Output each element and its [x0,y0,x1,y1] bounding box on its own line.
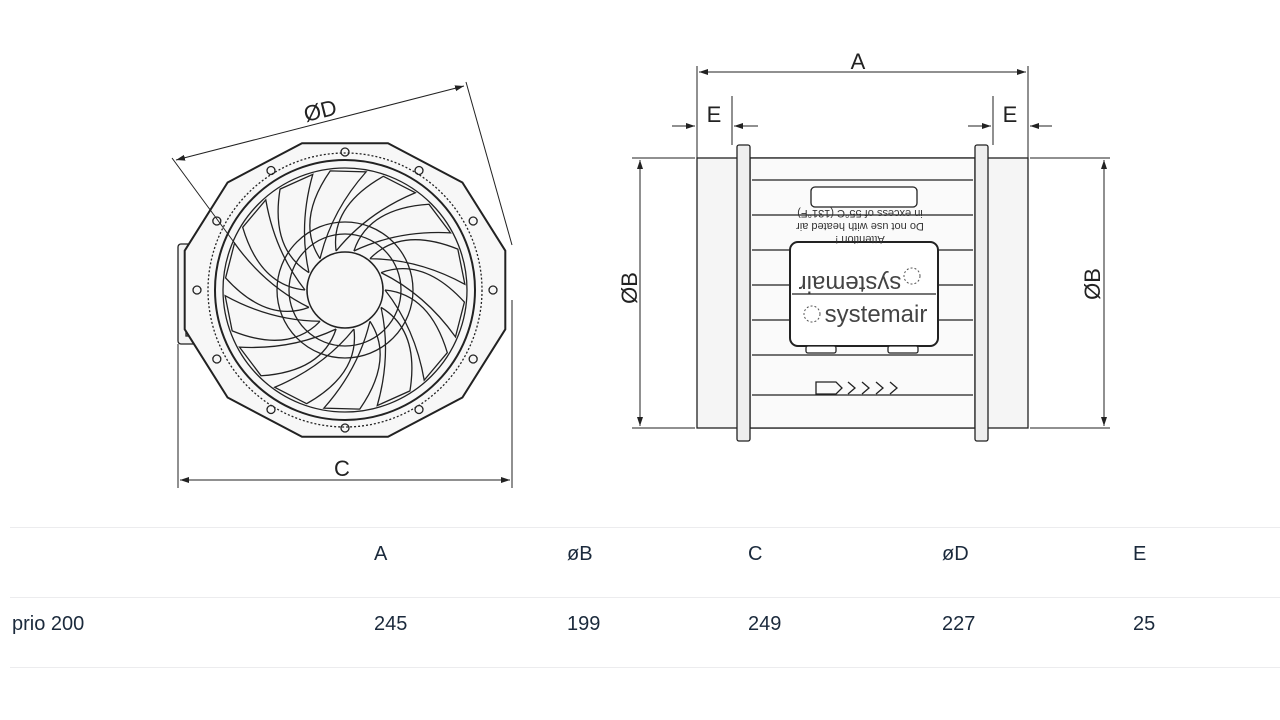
fan-blade [224,294,321,341]
header-e: E [1133,543,1147,565]
side-view [696,144,1029,442]
fan-blade [309,170,368,260]
flange-left [736,144,751,442]
bolt [212,354,222,364]
brand-logo: systemair [825,301,928,328]
cell-d: 227 [942,613,976,635]
fan-blade [334,175,417,252]
front-view [177,142,507,438]
header-d: øD [942,543,969,565]
dim-label-e-left: E [707,102,722,127]
fan-blade [384,289,449,382]
brand-logo-upside-down: systemair [799,270,902,297]
fan-blade [273,328,356,405]
fan-blade [376,306,413,407]
bolt [468,354,478,364]
bolt [192,285,202,295]
table-header-row: A øB C øD E [10,527,1280,597]
bolt [468,216,478,226]
table-row: prio 200 245 199 249 227 25 [10,597,1280,668]
warning-line-1: Do not use with heated air [796,220,924,232]
fan-blade [380,267,466,339]
hub [306,251,384,329]
bolt [266,165,276,176]
flange-right [974,144,989,442]
fan-blade [369,239,466,286]
fan-blade [238,328,337,377]
header-c: C [748,543,763,565]
bolt [414,165,424,176]
dim-label-d: ØD [301,95,339,127]
cell-a: 245 [374,613,408,635]
dim-label-b-left: ØB [617,272,642,304]
fan-blade [224,241,310,313]
bolt [340,423,350,433]
bolt [212,216,222,226]
fan-blade [241,198,306,291]
bolt [266,404,276,415]
attention-label: Attention ! [835,233,885,245]
dimension-drawing: C ØD Attention ! Do not use with heated … [171,49,1110,488]
dim-label-b-right: ØB [1080,268,1105,300]
bolt [414,404,424,415]
dim-label-c: C [334,456,350,481]
header-b: øB [567,543,593,565]
cell-c: 249 [748,613,782,635]
fan-blade [353,203,452,252]
fan-blades [224,170,466,410]
warning-line-2: in excess of 55°C (131°F) [797,207,923,219]
dimensions-table: A øB C øD E prio 200 245 199 249 227 25 [10,527,1280,668]
cell-b: 199 [567,613,601,635]
fan-blade [277,173,314,274]
dim-label-a: A [851,49,866,74]
cell-e: 25 [1133,613,1156,635]
fan-blade [322,320,381,410]
bolt [488,285,498,295]
housing-outline [183,142,507,438]
header-a: A [374,543,388,565]
cell-model: prio 200 [12,613,85,635]
dim-label-e-right: E [1003,102,1018,127]
